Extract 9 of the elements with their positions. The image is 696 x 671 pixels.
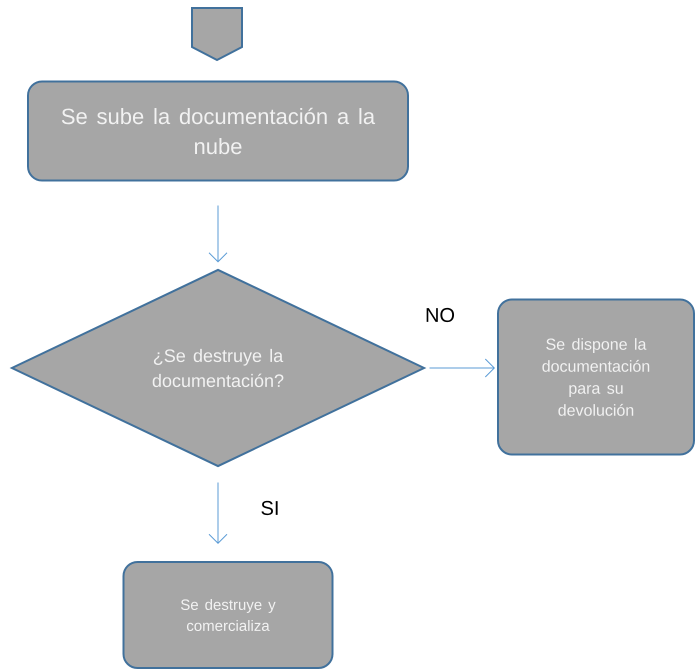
edge-label: NO: [424, 306, 456, 324]
arrow: [208, 482, 228, 544]
connector-pentagon: [191, 7, 243, 62]
edge-label: SI: [260, 500, 280, 516]
arrow: [429, 358, 495, 378]
process-box: Se sube la documentación a la nube: [27, 80, 409, 182]
process-box: Se dispone la documentación para su devolución: [497, 298, 695, 456]
process-box: Se destruye y comercializa: [122, 561, 334, 669]
arrow: [208, 205, 228, 262]
